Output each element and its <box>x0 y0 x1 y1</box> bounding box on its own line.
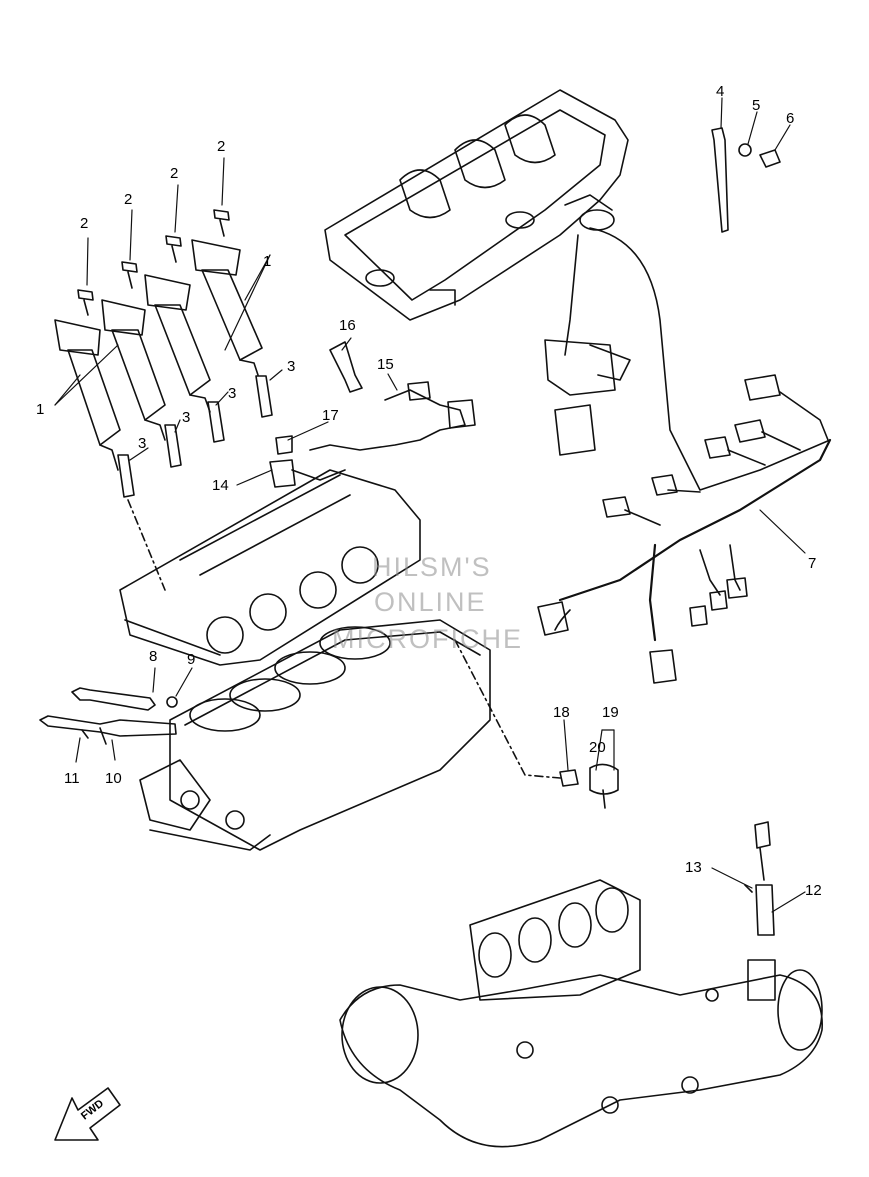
callout-10: 10 <box>105 770 122 787</box>
callout-20: 20 <box>589 739 606 756</box>
callout-1a: 1 <box>36 401 45 418</box>
callout-5: 5 <box>752 97 761 114</box>
sensors-left <box>39 687 178 745</box>
exhaust-sensor <box>744 821 776 1001</box>
callout-4: 4 <box>716 83 725 100</box>
sensor-leads <box>269 341 476 488</box>
callout-19: 19 <box>602 704 619 721</box>
callout-2d: 2 <box>217 138 226 155</box>
callout-9: 9 <box>187 651 196 668</box>
callout-18: 18 <box>553 704 570 721</box>
callout-15: 15 <box>377 356 394 373</box>
exhaust-manifold <box>339 879 823 1148</box>
watermark-line-2: ONLINE <box>374 587 487 617</box>
callout-2c: 2 <box>170 165 179 182</box>
spark-plugs <box>117 375 273 591</box>
cylinder-head <box>119 469 421 666</box>
callout-2a: 2 <box>80 215 89 232</box>
callout-2b: 2 <box>124 191 133 208</box>
callout-8: 8 <box>149 648 158 665</box>
watermark-line-1: HILSM'S <box>372 552 492 582</box>
callout-3a: 3 <box>138 435 147 452</box>
callout-11: 11 <box>64 770 80 787</box>
callout-16: 16 <box>339 317 356 334</box>
wire-harness <box>537 227 832 684</box>
leader-lines <box>54 97 806 913</box>
callout-13: 13 <box>685 859 702 876</box>
callout-12: 12 <box>805 882 822 899</box>
fwd-arrow-icon <box>54 1087 121 1141</box>
engine-top-cover <box>324 89 629 321</box>
callout-17: 17 <box>322 407 339 424</box>
coil-bolts <box>77 209 230 316</box>
ignition-coils <box>54 239 263 471</box>
callout-14: 14 <box>212 477 229 494</box>
callout-7: 7 <box>808 555 817 572</box>
callout-1b: 1 <box>263 253 272 270</box>
cylinder-block <box>139 619 491 851</box>
callout-6: 6 <box>786 110 795 127</box>
callout-3c: 3 <box>228 385 237 402</box>
watermark-line-3: MICROFICHE <box>332 624 523 654</box>
callout-3d: 3 <box>287 358 296 375</box>
switch-sensors <box>454 639 619 809</box>
callout-3b: 3 <box>182 409 191 426</box>
harness-clamp <box>711 127 781 233</box>
